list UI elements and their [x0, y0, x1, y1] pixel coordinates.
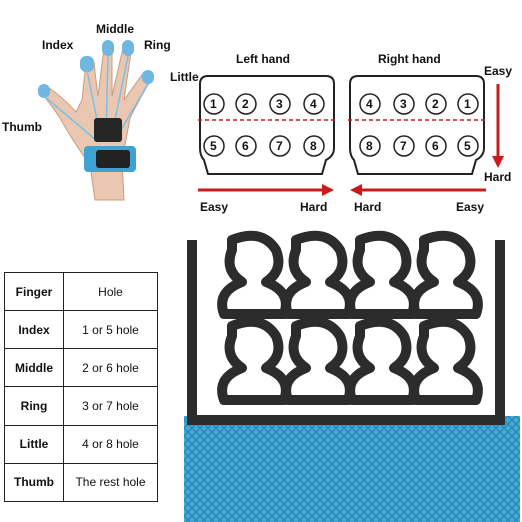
- finger-cap-ring: [122, 40, 134, 56]
- hole-number: 5: [464, 139, 471, 153]
- hole-number: 7: [276, 139, 283, 153]
- table-row: Little 4 or 8 hole: [4, 424, 158, 464]
- arrow-label-hard-left: Hard: [300, 200, 328, 214]
- table-cell: 4 or 8 hole: [63, 424, 158, 464]
- table-cell: 1 or 5 hole: [63, 310, 158, 350]
- hole-number: 8: [366, 139, 373, 153]
- hole-number: 4: [310, 97, 317, 111]
- hole-number: 2: [242, 97, 249, 111]
- table-header-row: Finger Hole: [4, 271, 158, 312]
- hole-number: 3: [400, 97, 407, 111]
- finger-cap-little: [142, 70, 154, 84]
- hole-number: 5: [210, 139, 217, 153]
- arrow-label-easy-left: Easy: [200, 200, 229, 214]
- finger-cap-index: [80, 56, 94, 72]
- label-middle: Middle: [96, 22, 134, 36]
- arrow-label-hard-bottom: Hard: [484, 170, 512, 184]
- hole-number: 3: [276, 97, 283, 111]
- hole-number: 4: [366, 97, 373, 111]
- label-index: Index: [42, 38, 74, 52]
- arrow-label-hard-right: Hard: [354, 200, 382, 214]
- hole-number: 1: [464, 97, 471, 111]
- label-ring: Ring: [144, 38, 171, 52]
- table-header-cell: Hole: [63, 271, 158, 312]
- table-row: Index 1 or 5 hole: [4, 310, 158, 350]
- table-cell: Index: [4, 310, 64, 350]
- table-cell: The rest hole: [63, 462, 158, 503]
- table-header-cell: Finger: [4, 271, 64, 312]
- finger-cap-middle: [102, 40, 114, 56]
- hole-number: 6: [242, 139, 249, 153]
- right-hand-title: Right hand: [378, 52, 441, 66]
- label-thumb: Thumb: [2, 120, 42, 134]
- arrow-label-easy-top: Easy: [484, 64, 513, 78]
- hole-number: 1: [210, 97, 217, 111]
- left-hand-title: Left hand: [236, 52, 290, 66]
- arrow-label-easy-right: Easy: [456, 200, 485, 214]
- table-cell: Ring: [4, 386, 64, 426]
- table-cell: Middle: [4, 348, 64, 388]
- table-cell: 3 or 7 hole: [63, 386, 158, 426]
- label-little: Little: [170, 70, 199, 84]
- hole-number: 6: [432, 139, 439, 153]
- table-row: Thumb The rest hole: [4, 462, 158, 503]
- table-cell: Little: [4, 424, 64, 464]
- table-row: Ring 3 or 7 hole: [4, 386, 158, 426]
- hole-number: 8: [310, 139, 317, 153]
- table-cell: 2 or 6 hole: [63, 348, 158, 388]
- hole-number: 2: [432, 97, 439, 111]
- finger-hole-table: Finger Hole Index 1 or 5 hole Middle 2 o…: [4, 271, 158, 503]
- hole-number: 7: [400, 139, 407, 153]
- blue-strap: [184, 416, 520, 522]
- finger-cap-thumb: [38, 84, 50, 98]
- table-row: Middle 2 or 6 hole: [4, 348, 158, 388]
- table-cell: Thumb: [4, 462, 64, 503]
